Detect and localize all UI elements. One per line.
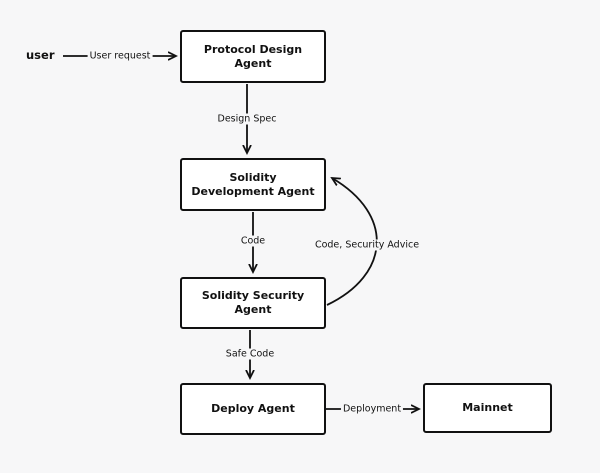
edge-label-code: Code xyxy=(238,235,268,247)
edge-label-code-security-advice: Code, Security Advice xyxy=(312,239,422,251)
edge-label-design-spec: Design Spec xyxy=(215,113,279,125)
node-deploy-agent[interactable]: Deploy Agent xyxy=(180,383,326,435)
edge-label-user-request: User request xyxy=(87,50,153,62)
edge-label-safe-code: Safe Code xyxy=(223,348,277,360)
user-start-label: user xyxy=(26,48,55,62)
node-solidity-development-agent[interactable]: Solidity Development Agent xyxy=(180,158,326,211)
edge-label-deployment: Deployment xyxy=(340,403,404,415)
node-mainnet[interactable]: Mainnet xyxy=(423,383,552,433)
node-protocol-design-agent[interactable]: Protocol Design Agent xyxy=(180,30,326,83)
node-solidity-security-agent[interactable]: Solidity Security Agent xyxy=(180,277,326,329)
